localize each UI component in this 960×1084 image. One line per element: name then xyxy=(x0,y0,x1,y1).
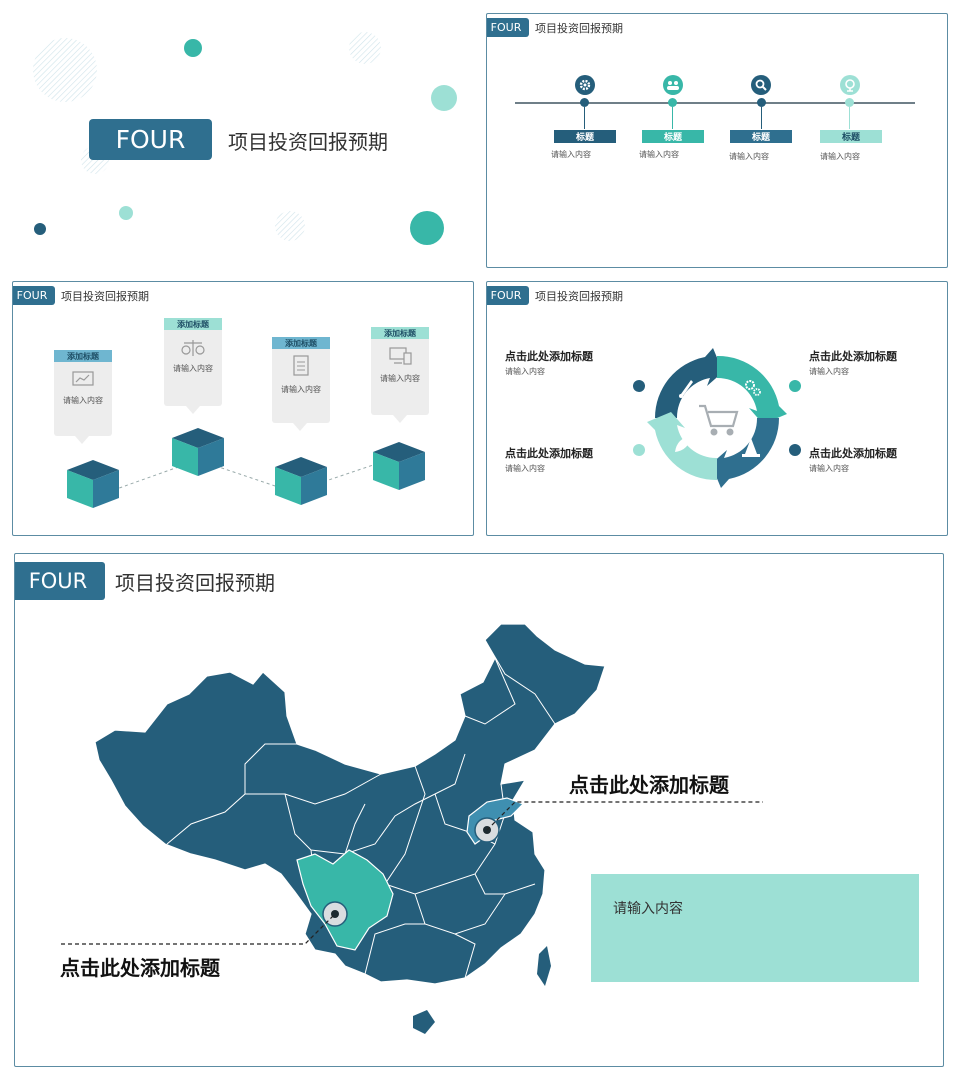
info-card-2: 添加标题 请输入内容 xyxy=(164,318,222,406)
slide-badge: FOUR xyxy=(13,286,55,305)
cover-slide: FOUR 项目投资回报预期 xyxy=(10,10,476,268)
slide-badge: FOUR xyxy=(487,18,529,37)
callout-title-left: 点击此处添加标题 xyxy=(60,956,220,980)
cycle-item-4: 点击此处添加标题 请输入内容 xyxy=(809,447,897,473)
info-card-1: 添加标题 请输入内容 xyxy=(54,350,112,436)
cube-3 xyxy=(275,457,327,505)
china-map xyxy=(61,623,763,1034)
timeline-label: 标题 xyxy=(554,130,616,143)
slide-badge: FOUR xyxy=(487,286,529,305)
cycle-item-2: 点击此处添加标题 请输入内容 xyxy=(809,350,897,376)
cube-connectors xyxy=(107,459,389,493)
slide-title: 项目投资回报预期 xyxy=(535,290,623,303)
cycle-diagram xyxy=(647,348,787,488)
content-text: 请输入内容 xyxy=(613,901,683,917)
slide-title: 项目投资回报预期 xyxy=(61,290,149,303)
timeline-content: 请输入内容 xyxy=(729,152,769,161)
cover-title: 项目投资回报预期 xyxy=(228,130,388,154)
timeline-content: 请输入内容 xyxy=(639,150,679,159)
info-card-3: 添加标题 请输入内容 xyxy=(272,337,330,423)
timeline-label: 标题 xyxy=(642,130,704,143)
search-icon xyxy=(751,75,771,95)
document-icon xyxy=(293,355,309,376)
gear-icon xyxy=(575,75,595,95)
cover-badge: FOUR xyxy=(89,119,212,160)
balance-icon xyxy=(181,340,205,356)
cubes-slide: FOUR 项目投资回报预期 添加标题 请输入内容 添加标题 请输入内容 添加标题… xyxy=(12,281,474,536)
globe-icon xyxy=(840,75,860,95)
leaf-icon xyxy=(675,436,691,452)
decorative-dots xyxy=(33,32,457,245)
traffic-cone-icon xyxy=(742,438,760,457)
devices-icon xyxy=(389,347,412,365)
timeline-label: 标题 xyxy=(730,130,792,143)
chart-board-icon xyxy=(72,371,94,386)
cubes xyxy=(67,428,425,508)
cube-4 xyxy=(373,442,425,490)
content-box: 请输入内容 xyxy=(591,874,919,982)
slide-badge: FOUR xyxy=(15,562,105,600)
cycle-item-3: 点击此处添加标题 请输入内容 xyxy=(505,447,593,473)
timeline-line xyxy=(515,102,915,104)
timeline-content: 请输入内容 xyxy=(551,150,591,159)
rocket-icon xyxy=(679,380,693,398)
cube-1 xyxy=(67,460,119,508)
cycle-item-1: 点击此处添加标题 请输入内容 xyxy=(505,350,593,376)
timeline-content: 请输入内容 xyxy=(820,152,860,161)
timeline-slide: FOUR 项目投资回报预期 标题 请输入内容 标题 请输入内容 标题 请输入内容 xyxy=(486,13,948,268)
slide-title: 项目投资回报预期 xyxy=(115,571,275,595)
slide-title: 项目投资回报预期 xyxy=(535,22,623,35)
timeline-label: 标题 xyxy=(820,130,882,143)
map-slide: FOUR 项目投资回报预期 xyxy=(14,553,944,1067)
info-card-4: 添加标题 请输入内容 xyxy=(371,327,429,415)
callout-title-right: 点击此处添加标题 xyxy=(569,773,729,797)
gears-icon xyxy=(745,380,761,396)
cycle-slide: FOUR 项目投资回报预期 点击此处添加标题 请输入内容 点击此处添加标题 请输… xyxy=(486,281,948,536)
people-icon xyxy=(663,75,683,95)
cart-icon xyxy=(699,404,739,436)
cube-2 xyxy=(172,428,224,476)
